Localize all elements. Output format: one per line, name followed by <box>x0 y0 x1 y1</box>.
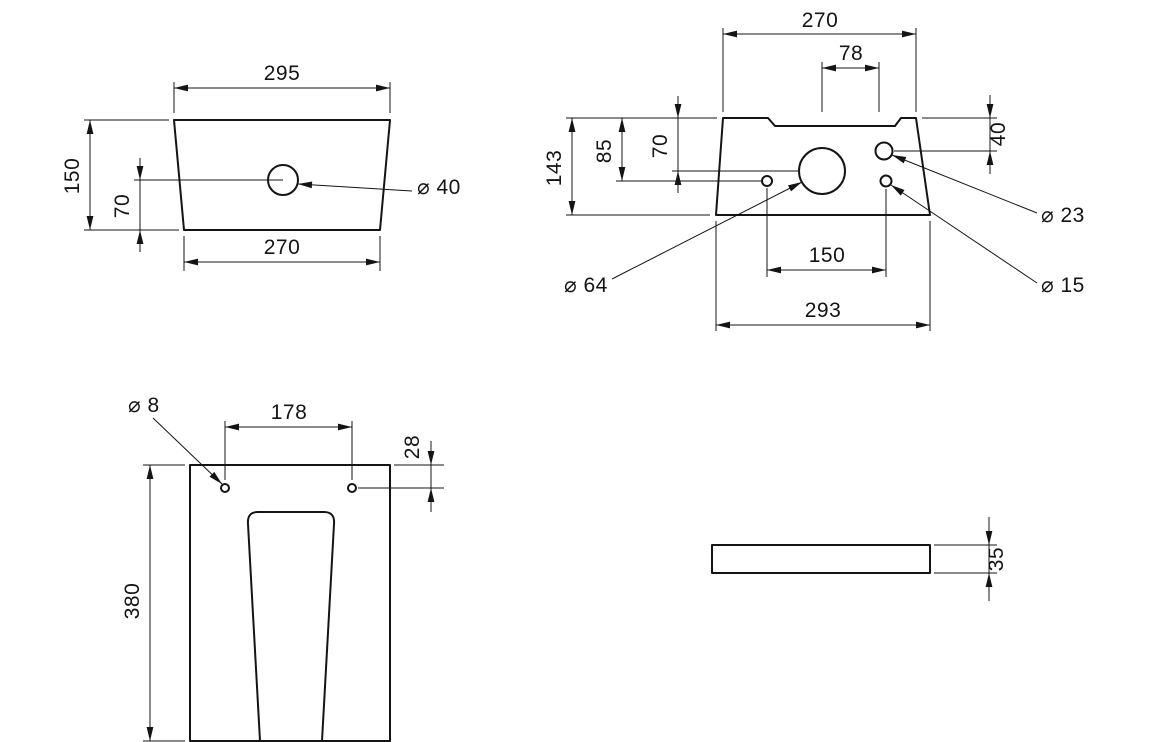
dim-label-143: 143 <box>543 150 566 187</box>
pedestal-recess-outline <box>246 511 336 742</box>
dim-label-270: 270 <box>264 236 301 259</box>
seat-fixing-hole-left <box>220 483 230 493</box>
view-pan-front: ⌀ 8 178 28 380 <box>121 394 444 742</box>
inlet-hole <box>874 141 894 161</box>
dia-label-23: ⌀ 23 <box>1041 204 1085 227</box>
dim-label-178: 178 <box>271 401 308 424</box>
view-lid-side: 35 <box>711 517 1008 601</box>
fixing-hole-right <box>879 174 893 188</box>
dia-label-40: ⌀ 40 <box>417 176 461 199</box>
leader-line-dia23 <box>891 154 1038 214</box>
dim-label-270-top: 270 <box>802 9 839 32</box>
dim-label-150: 150 <box>61 158 84 195</box>
leader-line-dia40 <box>297 181 413 192</box>
dia-label-8: ⌀ 8 <box>128 394 160 417</box>
dim-label-40: 40 <box>987 122 1010 146</box>
dim-label-293: 293 <box>805 299 842 322</box>
dim-label-150-span: 150 <box>809 244 846 267</box>
dim-label-85: 85 <box>593 139 616 163</box>
leader-line-dia64 <box>611 181 803 280</box>
view-cistern-top: 270 78 143 85 70 40 150 <box>543 9 1085 331</box>
dia-label-15: ⌀ 15 <box>1041 274 1085 297</box>
leader-line-dia8 <box>152 417 223 485</box>
fixing-hole-left <box>761 175 773 187</box>
dim-label-70-top: 70 <box>649 134 672 158</box>
pan-front-outline <box>189 464 391 742</box>
flush-valve-hole <box>798 147 846 195</box>
view-cistern-front: 295 150 70 ⌀ 40 270 <box>61 62 461 271</box>
dim-label-295: 295 <box>264 62 301 85</box>
leader-line-dia15 <box>890 184 1038 284</box>
dim-label-70: 70 <box>111 194 134 218</box>
dim-label-35: 35 <box>985 547 1008 571</box>
dim-label-380: 380 <box>121 583 144 620</box>
dim-label-78: 78 <box>839 42 863 65</box>
lid-side-outline <box>711 544 931 574</box>
dim-label-28: 28 <box>401 435 424 459</box>
dia-label-64: ⌀ 64 <box>564 274 608 297</box>
seat-fixing-hole-right <box>347 483 357 493</box>
